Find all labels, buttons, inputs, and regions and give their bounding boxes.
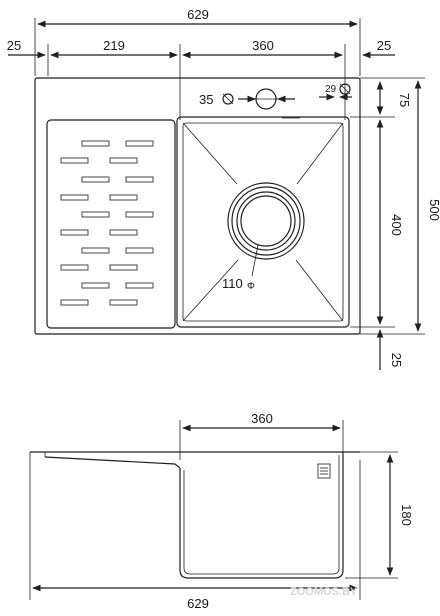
dim-depth-chain: 75 400 500 25 [350, 77, 440, 370]
drain-slot [125, 140, 154, 147]
drain-slot [125, 282, 154, 289]
dim-629-label: 629 [187, 7, 209, 22]
drain-slot [81, 247, 110, 254]
drain-slot [81, 282, 110, 289]
side-view: 360 180 629 ZOOMOS.BY [29, 411, 414, 611]
tap-hole-size-label: 29 [325, 84, 337, 95]
drain-size-label: 110 [222, 276, 243, 291]
dim-overall-width-top: 629 [34, 7, 361, 76]
drain-slot [60, 229, 89, 236]
dim-left-margin-label: 25 [7, 38, 21, 53]
drain-slot [60, 264, 89, 271]
drain-slot [81, 140, 110, 147]
drain-slot [60, 194, 89, 201]
diameter-symbol: Φ [247, 281, 255, 292]
dim-400-label: 400 [389, 214, 404, 236]
sink-profile [30, 451, 360, 579]
drain-slot [60, 299, 89, 306]
dim-bottom-margin-label: 25 [389, 353, 404, 367]
watermark: ZOOMOS.BY [290, 586, 358, 598]
top-view: 629 25 219 360 25 [7, 7, 440, 370]
overflow-hole: 35 [199, 88, 295, 110]
drain-slot [109, 229, 138, 236]
drain-outlet [227, 182, 305, 260]
drain-slot [109, 194, 138, 201]
drain-slot [109, 157, 138, 164]
dim-219-label: 219 [103, 38, 125, 53]
bowl [176, 116, 350, 328]
drain-slots [60, 140, 154, 306]
drain-slot [109, 264, 138, 271]
drain-slot [60, 157, 89, 164]
overflow-size-label: 35 [199, 92, 213, 107]
drain-slot [125, 176, 154, 183]
dim-bottom-629-label: 629 [187, 596, 209, 611]
drain-slot [125, 247, 154, 254]
dim-180-label: 180 [399, 504, 414, 526]
dim-bowl-height: 180 [345, 451, 414, 579]
drain-slot [81, 211, 110, 218]
sink-outline [34, 77, 361, 335]
dim-overall-width-bottom: 629 [29, 452, 361, 611]
dim-75-label: 75 [397, 93, 412, 107]
drainboard [46, 119, 176, 329]
drain-callout: 110 Φ [222, 244, 259, 292]
drain-slot [81, 176, 110, 183]
dim-right-margin-label: 25 [377, 38, 391, 53]
drain-slot [109, 299, 138, 306]
drain-slot [125, 211, 154, 218]
dim-bowl-width-side: 360 [179, 411, 344, 460]
dim-500-label: 500 [427, 199, 440, 221]
dim-width-chain: 25 219 360 25 [7, 38, 395, 120]
dim-360-label: 360 [252, 38, 274, 53]
dim-side-360-label: 360 [251, 411, 273, 426]
tap-hole: 29 [319, 83, 352, 101]
